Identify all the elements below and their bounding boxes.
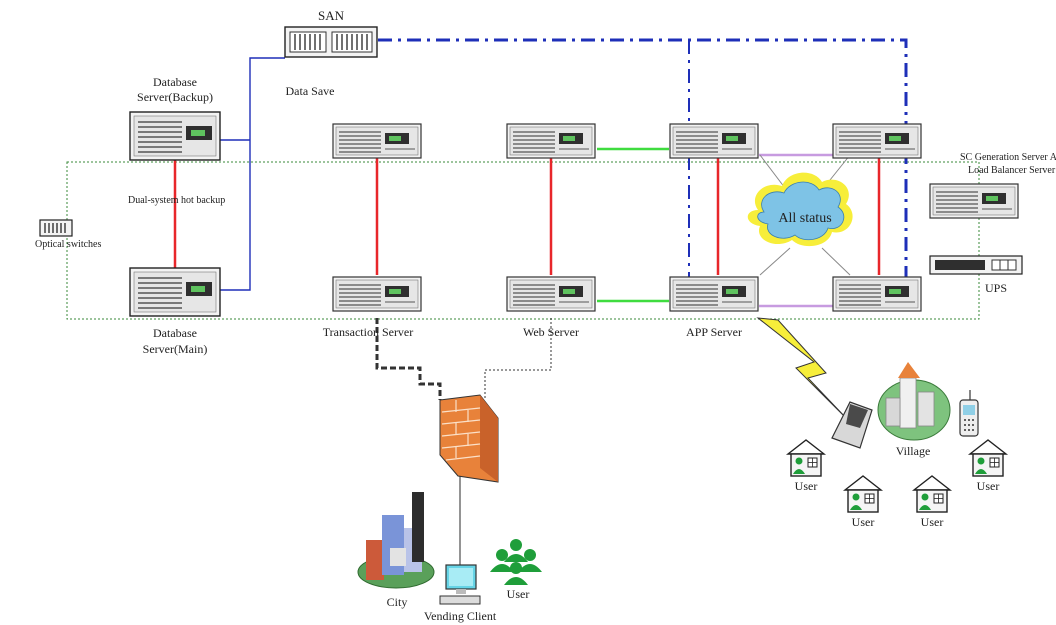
app-server-label: APP Server: [686, 325, 742, 339]
data-save-label: Data Save: [286, 84, 335, 98]
user-label-4: User: [977, 479, 1000, 493]
vending-client-label: Vending Client: [424, 609, 497, 623]
web-server-label: Web Server: [523, 325, 579, 339]
user-house-icon-2: [844, 475, 882, 513]
city-label: City: [387, 595, 408, 609]
database-server-main: [129, 267, 221, 317]
sc-generation-server: [929, 183, 1019, 219]
san-label: SAN: [318, 8, 345, 23]
user-label-2: User: [852, 515, 875, 529]
san-link-top: [378, 38, 908, 280]
optical-switch-icon: [39, 219, 73, 237]
sc-generation-label-line2: Load Balancer Server: [968, 165, 1056, 176]
web-firewall-link: [484, 318, 552, 400]
db-main-label-line1: Database: [153, 326, 197, 340]
optical-switches-label: Optical switches: [35, 239, 101, 250]
app-server-top: [669, 123, 759, 159]
balancer-server-top: [832, 123, 922, 159]
user-label-3: User: [921, 515, 944, 529]
web-server-bottom: [506, 276, 596, 312]
all-status-label: All status: [778, 211, 831, 226]
database-server-backup: [129, 111, 221, 161]
web-server-top: [506, 123, 596, 159]
all-status-cloud-icon: [747, 172, 853, 247]
user-group-label: User: [507, 587, 530, 601]
app-server-bottom: [669, 276, 759, 312]
village-icon: [877, 362, 951, 441]
san-db-link: [220, 57, 285, 291]
transaction-server-label: Transaction Server: [323, 325, 414, 339]
cell-phone-icon: [959, 390, 979, 437]
db-backup-label-line1: Database: [153, 75, 197, 89]
san-device: [284, 26, 378, 58]
firewall-icon: [439, 394, 499, 483]
transaction-server-bottom: [332, 276, 422, 312]
ups-label: UPS: [985, 281, 1007, 295]
lan-boundary: [66, 161, 980, 320]
transaction-server-top: [332, 123, 422, 159]
mobile-phone-icon: [831, 401, 873, 449]
ups-device: [929, 255, 1023, 275]
user-label-1: User: [795, 479, 818, 493]
sc-generation-label-line1: SC Generation Server A: [960, 152, 1056, 163]
balancer-server-bottom: [832, 276, 922, 312]
transaction-firewall-link: [375, 318, 442, 400]
wireless-lightning-icon: [756, 317, 849, 421]
user-house-icon-4: [969, 439, 1007, 477]
village-label: Village: [896, 444, 931, 458]
user-house-icon-1: [787, 439, 825, 477]
db-backup-label-line2: Server(Backup): [137, 90, 213, 104]
vending-client-icon: [439, 564, 481, 605]
db-main-label-line2: Server(Main): [143, 342, 208, 356]
user-group-icon: [490, 539, 542, 585]
dual-backup-label: Dual-system hot backup: [128, 195, 225, 206]
user-house-icon-3: [913, 475, 951, 513]
city-icon: [357, 492, 435, 589]
